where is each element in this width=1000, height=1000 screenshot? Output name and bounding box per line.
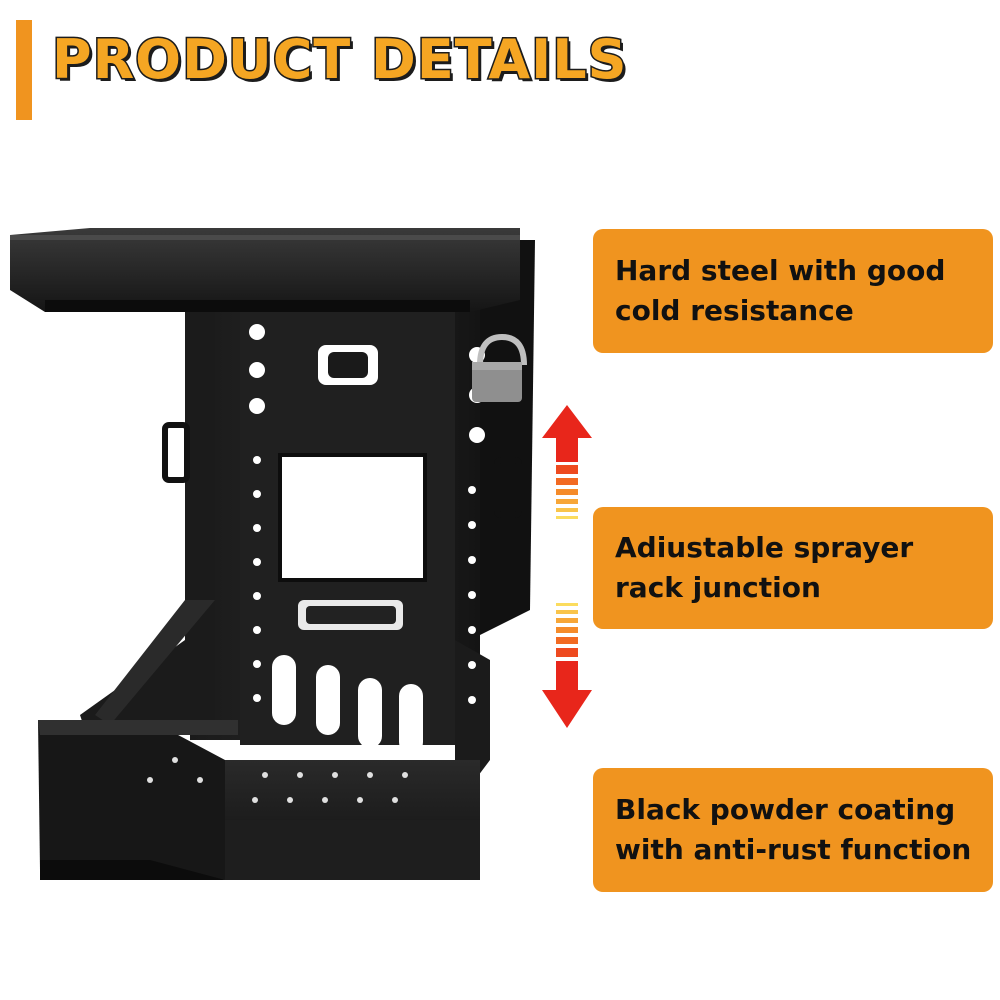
feature-callout-coating: Black powder coating with anti-rust func… xyxy=(593,768,993,892)
page-title: PRODUCT DETAILS xyxy=(51,27,629,93)
padlock-icon xyxy=(477,333,527,366)
feature-text: Hard steel with good cold resistance xyxy=(615,254,946,327)
feature-text: Black powder coating with anti-rust func… xyxy=(615,793,972,866)
product-image-sprayer-rack xyxy=(10,228,535,880)
feature-callout-junction: Adiustable sprayer rack junction xyxy=(593,507,993,629)
feature-callout-steel: Hard steel with good cold resistance xyxy=(593,229,993,353)
up-down-arrow-icon xyxy=(542,405,592,728)
title-accent-bar xyxy=(16,20,32,120)
feature-text: Adiustable sprayer rack junction xyxy=(615,531,914,604)
